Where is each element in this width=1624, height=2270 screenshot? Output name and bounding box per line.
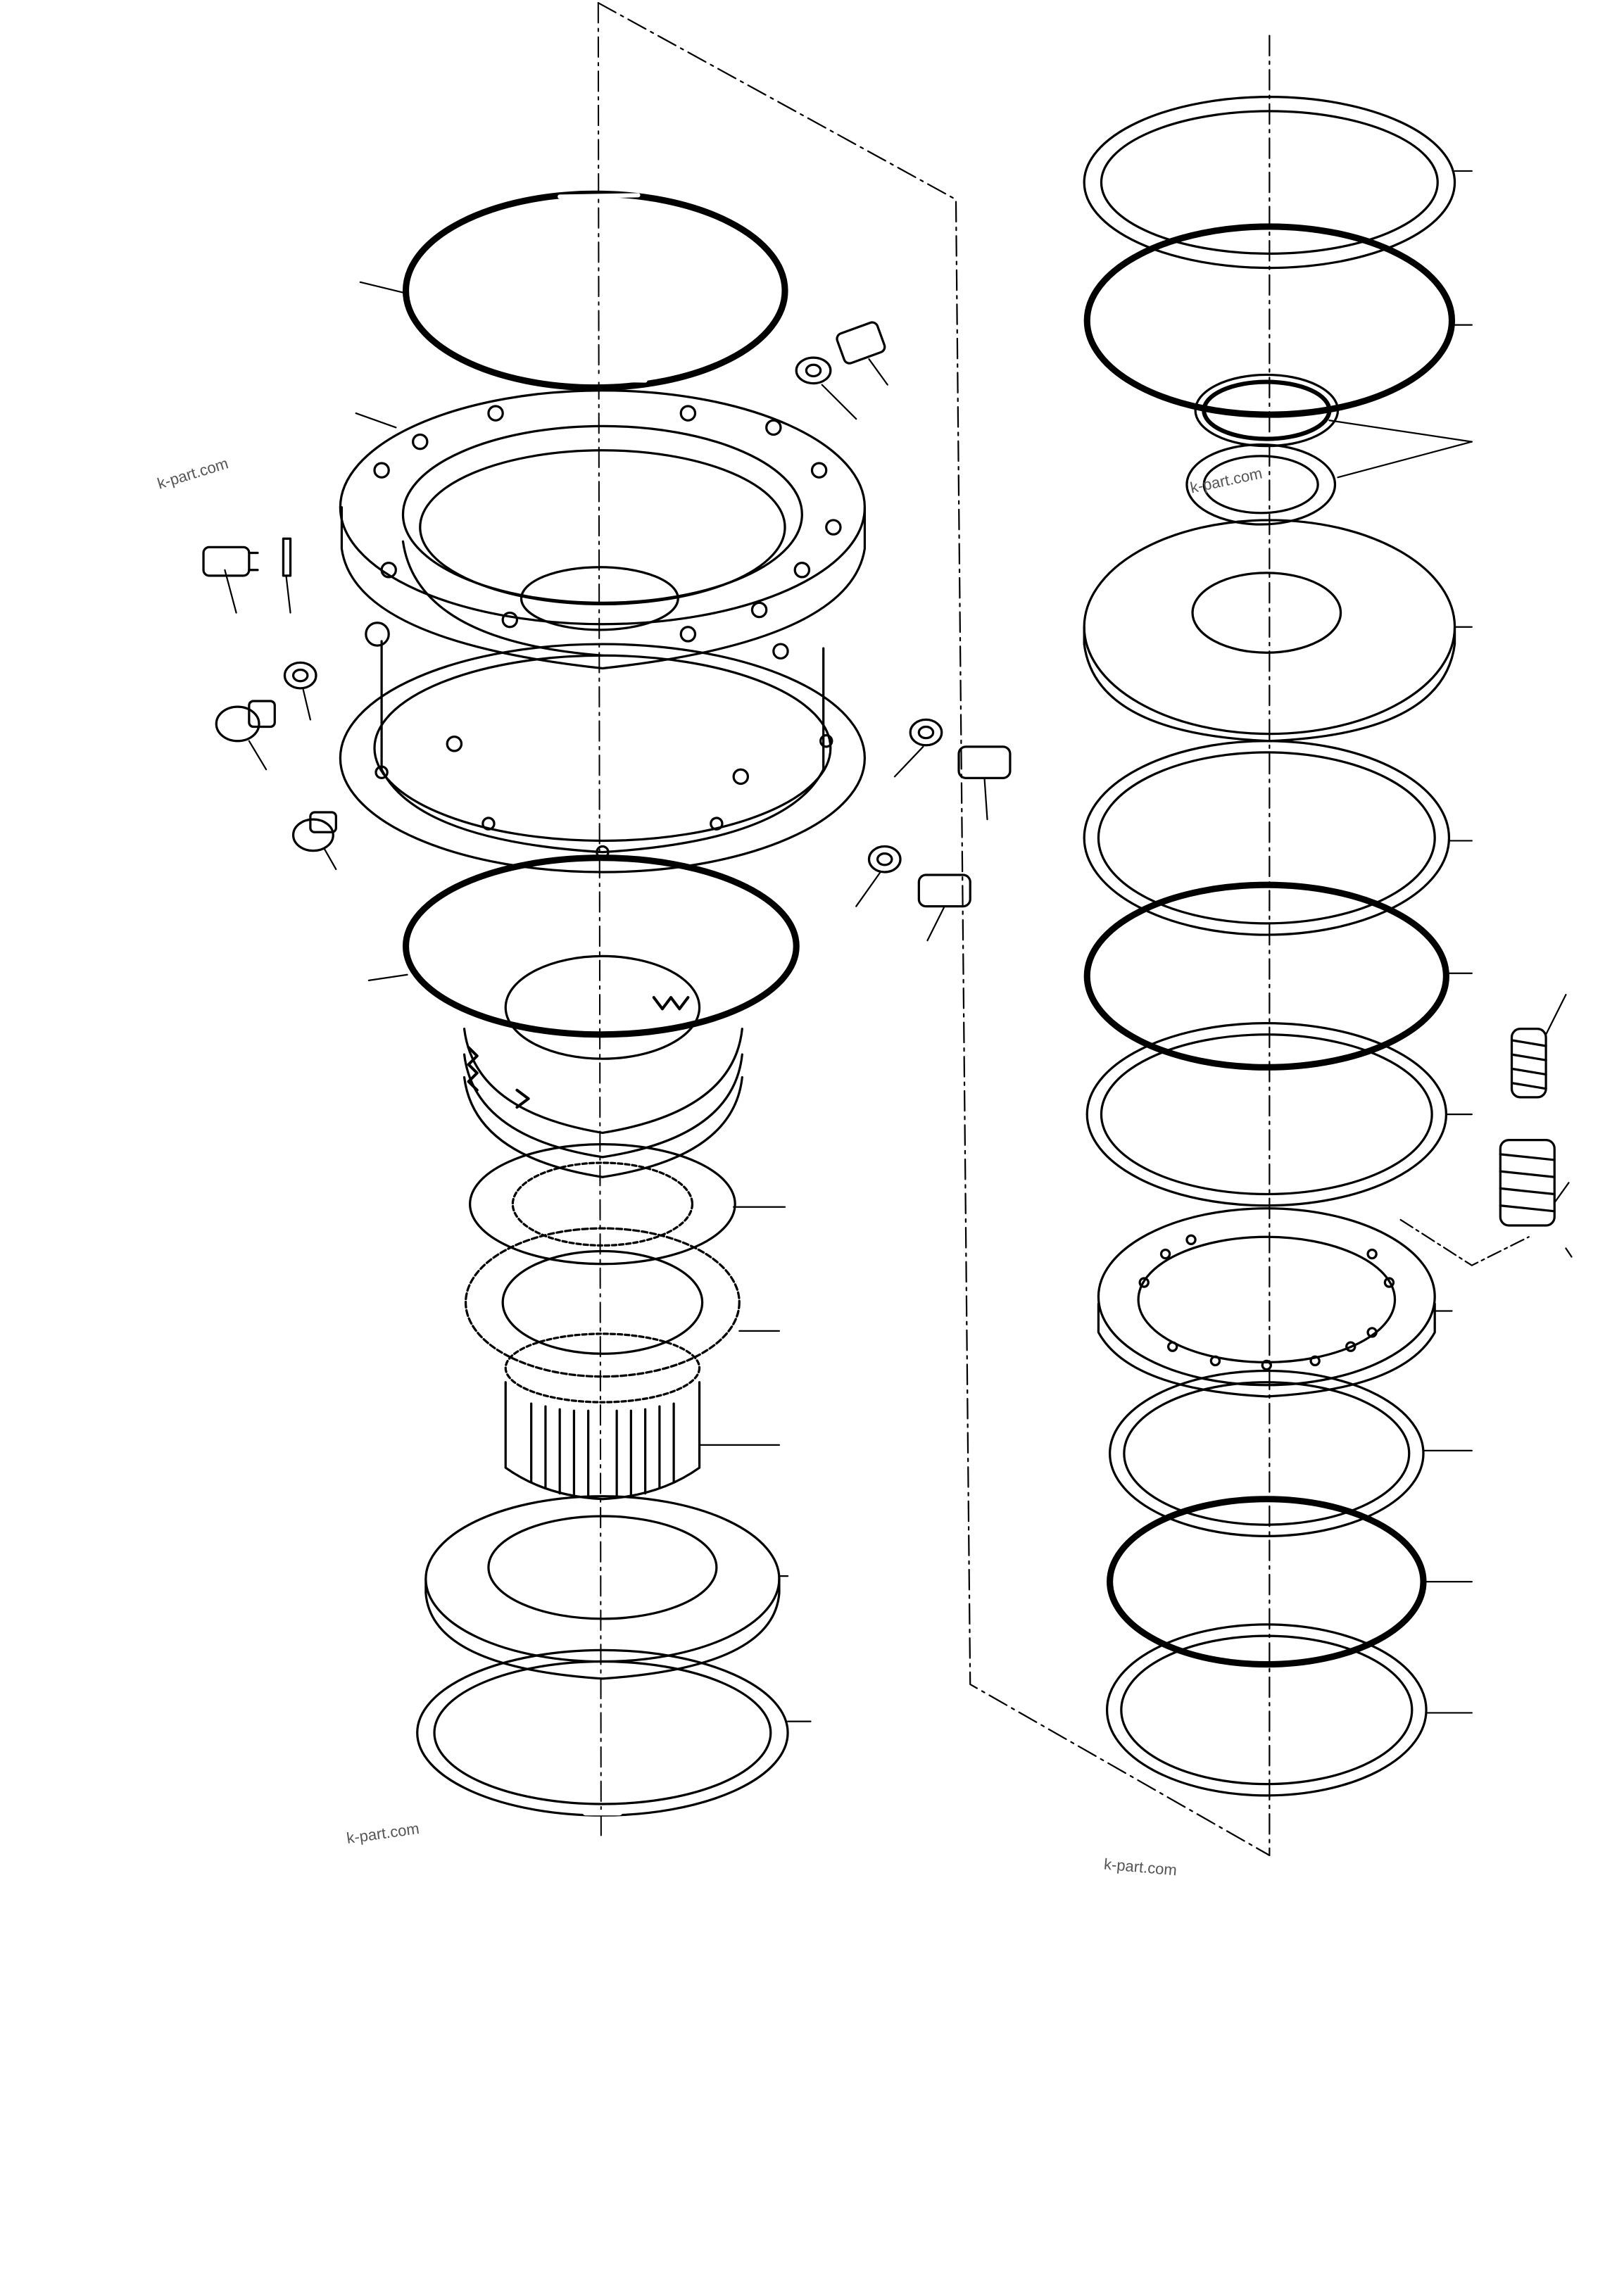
plug-right-top xyxy=(795,321,886,385)
left-stack xyxy=(202,2,1012,1836)
separator-plate xyxy=(464,1227,741,1378)
assembly-boundary-line xyxy=(597,1,1271,1856)
seal-ring-mid-left xyxy=(402,855,800,1038)
spring-retainer xyxy=(1097,1207,1436,1398)
callout-leaders xyxy=(224,170,1573,1722)
seal-ring-top-right xyxy=(1083,223,1456,418)
plug-left-mid xyxy=(215,661,317,743)
springs xyxy=(1499,1028,1556,1227)
seal-ring-top-left xyxy=(402,190,788,391)
ring-3-right xyxy=(1108,1369,1425,1538)
clutch-housing xyxy=(339,389,867,874)
left-center-axis xyxy=(597,2,602,1836)
friction-disc xyxy=(469,1143,736,1266)
plug-left-top xyxy=(202,537,292,577)
right-stack xyxy=(1083,96,1556,1797)
ring-1-right xyxy=(1083,740,1451,936)
plug-right-mid xyxy=(909,718,1012,779)
snap-ring-bottom-right xyxy=(1105,1623,1428,1797)
plug-right-bottom xyxy=(867,845,971,908)
plug-left-bottom xyxy=(291,811,337,852)
clutch-pack xyxy=(462,954,743,1178)
seal-ring-mid-right xyxy=(1083,881,1449,1071)
seal-pair xyxy=(1185,373,1340,526)
snap-ring-top-right xyxy=(1083,96,1456,270)
snap-ring-bottom-left xyxy=(416,1648,789,1817)
ring-2-right xyxy=(1085,1021,1448,1207)
clutch-hub xyxy=(504,1332,701,1501)
